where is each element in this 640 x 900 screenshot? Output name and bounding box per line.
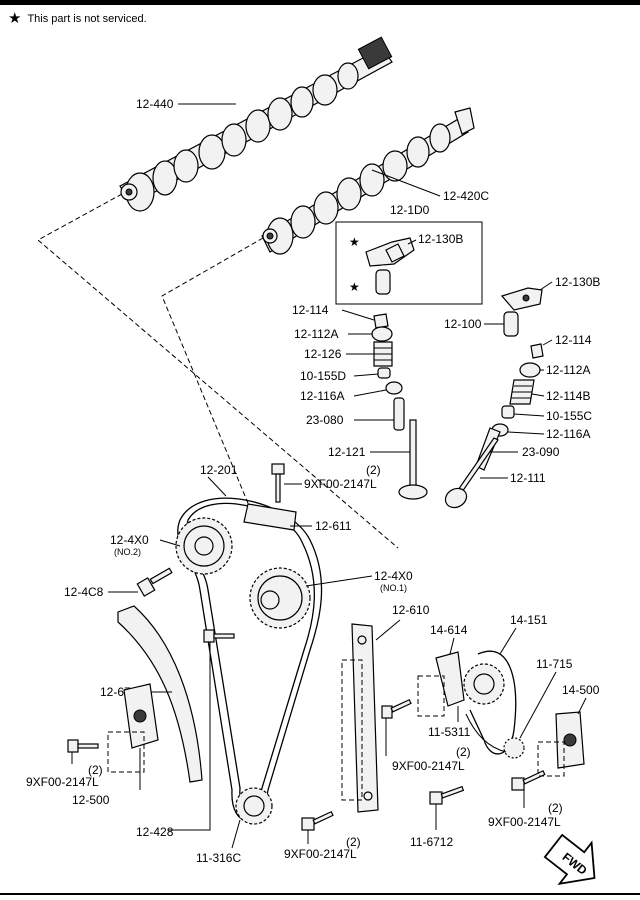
camshaft-intake[interactable] <box>261 107 475 255</box>
label-12-440: 12-440 <box>136 97 174 111</box>
bolt-right[interactable] <box>511 770 546 791</box>
service-note-text: This part is not serviced. <box>27 13 147 25</box>
label-11-5311: 11-5311 <box>428 725 471 739</box>
label-12-201: 12-201 <box>200 463 238 477</box>
label-12-428: 12-428 <box>136 825 174 839</box>
label-12-610: 12-610 <box>392 603 430 617</box>
bolt-top[interactable] <box>271 463 285 503</box>
label-12-4c8: 12-4C8 <box>64 585 104 599</box>
label-12-4x0-no2: 12-4X0 <box>110 533 149 547</box>
camshaft-sprocket-no1[interactable] <box>249 567 311 629</box>
label-14-151: 14-151 <box>510 613 548 627</box>
intake-valve[interactable] <box>398 419 428 500</box>
label-12-500: 12-500 <box>72 793 110 807</box>
bolt-bottom[interactable] <box>301 810 334 831</box>
lash-adjuster-right[interactable] <box>503 311 519 337</box>
spring-retainer-left[interactable] <box>371 326 393 342</box>
spring-seat-left[interactable] <box>385 381 403 395</box>
tensioner-arm[interactable] <box>117 605 203 783</box>
label-12-111: 12-111 <box>510 471 546 485</box>
valve-keeper-right[interactable] <box>530 343 544 359</box>
label-10-155d: 10-155D <box>300 369 346 383</box>
spring-retainer-right[interactable] <box>519 362 541 378</box>
label-bolt-top-qty: (2) <box>366 463 381 477</box>
bolt-mid[interactable] <box>381 698 412 719</box>
label-10-155c: 10-155C <box>546 409 592 423</box>
label-12-112a-left: 12-112A <box>294 327 338 341</box>
label-12-1d0: 12-1D0 <box>390 203 430 217</box>
label-12-420c: 12-420C <box>443 189 489 203</box>
bottom-rule <box>0 893 640 895</box>
label-12-130b-right: 12-130B <box>555 275 600 289</box>
label-14-614: 14-614 <box>430 623 468 637</box>
oil-pump-drive-sprocket[interactable] <box>503 737 525 759</box>
label-bolt-bottom: 9XF00-2147L <box>284 847 357 861</box>
camshaft-exhaust[interactable] <box>119 36 393 212</box>
oil-pump-chain-guide[interactable] <box>435 651 465 707</box>
star-icon: ★ <box>8 10 22 27</box>
oil-pump-chain[interactable] <box>469 650 517 755</box>
label-bolt-top: 9XF00-2147L <box>304 477 377 491</box>
chain-tensioner[interactable] <box>123 683 159 749</box>
label-bolt-mid: 9XF00-2147L <box>392 759 465 773</box>
label-14-500: 14-500 <box>562 683 600 697</box>
fwd-arrow-icon: FWD <box>543 833 596 885</box>
upper-chain-guide[interactable] <box>243 503 297 531</box>
oil-pump-tensioner[interactable] <box>555 711 585 769</box>
label-bolt-right: 9XF00-2147L <box>488 815 561 829</box>
top-rule <box>0 0 640 5</box>
service-note: ★ This part is not serviced. <box>8 9 147 27</box>
label-12-116a-right: 12-116A <box>546 427 590 441</box>
label-no2: (NO.2) <box>114 547 141 557</box>
label-12-112a-right: 12-112A <box>546 363 590 377</box>
leader <box>371 169 441 197</box>
valve-spring-left[interactable] <box>373 341 393 367</box>
star-icon: ★ <box>349 235 360 249</box>
label-23-080: 23-080 <box>306 413 344 427</box>
rocker-arm-in-kit[interactable] <box>365 237 415 267</box>
label-bolt-bottom-qty: (2) <box>346 835 361 849</box>
exhaust-valve[interactable] <box>442 437 499 511</box>
label-bolt-left: 9XF00-2147L <box>26 775 99 789</box>
label-12-126: 12-126 <box>304 347 342 361</box>
label-11-316c: 11-316C <box>196 851 241 865</box>
label-12-116a-left: 12-116A <box>300 389 344 403</box>
label-12-114-left: 12-114 <box>292 303 329 317</box>
lash-adjuster-in-kit[interactable] <box>375 269 391 295</box>
rocker-kit-box <box>335 221 483 305</box>
bolt-11-6712[interactable] <box>429 785 465 805</box>
timing-chain[interactable] <box>177 497 323 821</box>
crankshaft-sprocket[interactable] <box>235 787 273 825</box>
valve-keeper-left[interactable] <box>373 313 389 329</box>
tensioner-spring[interactable] <box>465 713 507 753</box>
oil-pump-sprocket[interactable] <box>463 663 505 705</box>
valve-guide-left[interactable] <box>393 397 405 431</box>
valve-seal-left[interactable] <box>377 367 391 379</box>
label-no1: (NO.1) <box>380 583 407 593</box>
camshaft-sprocket-no2[interactable] <box>175 517 233 575</box>
sprocket-bolt[interactable] <box>136 567 173 597</box>
label-12-121: 12-121 <box>328 445 366 459</box>
label-12-114b: 12-114B <box>546 389 590 403</box>
label-12-130b-kit: 12-130B <box>418 232 463 246</box>
pivot-bolt[interactable] <box>203 629 235 643</box>
chain-guide-right[interactable] <box>351 623 379 813</box>
rocker-arm-right[interactable] <box>500 287 543 311</box>
label-12-114-right: 12-114 <box>555 333 592 347</box>
label-12-4x0-no1: 12-4X0 <box>374 569 413 583</box>
label-bolt-right-qty: (2) <box>548 801 563 815</box>
label-bolt-mid-qty: (2) <box>456 745 471 759</box>
star-icon: ★ <box>349 280 360 294</box>
label-bolt-left-qty: (2) <box>88 763 103 777</box>
label-11-6712: 11-6712 <box>410 835 453 849</box>
bolt-left[interactable] <box>67 739 99 753</box>
valve-spring-right[interactable] <box>509 379 535 405</box>
valve-seal-right[interactable] <box>501 405 515 419</box>
label-11-715: 11-715 <box>536 657 573 671</box>
label-12-611: 12-611 <box>315 519 352 533</box>
label-23-090: 23-090 <box>522 445 560 459</box>
label-12-100: 12-100 <box>444 317 482 331</box>
